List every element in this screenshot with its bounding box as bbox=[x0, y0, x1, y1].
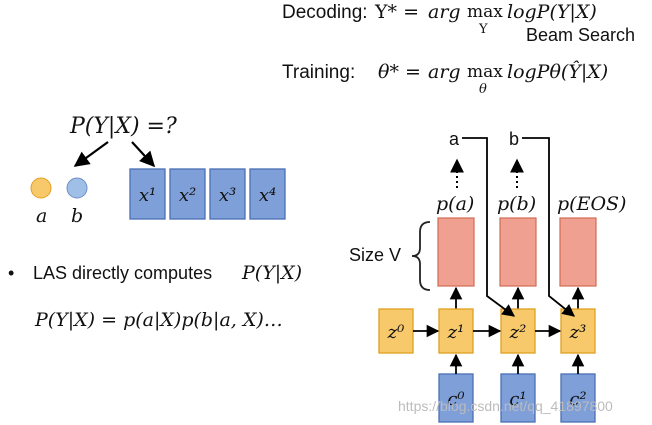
training-rhs: logPθ(Ŷ|X) bbox=[507, 60, 608, 83]
token-a-label: a bbox=[36, 205, 47, 227]
distribution-box-2 bbox=[499, 217, 537, 287]
bullet-text: LAS directly computes bbox=[33, 263, 212, 283]
arrow-to-inputs bbox=[131, 141, 156, 168]
state-label-z0: z⁰ bbox=[387, 322, 405, 343]
bullet-math: P(Y|X) bbox=[241, 262, 302, 284]
state-label-z1: z¹ bbox=[447, 322, 465, 343]
watermark: https://blog.csdn.net/qq_41897800 bbox=[398, 398, 613, 414]
feedback-a-to-z2 bbox=[462, 137, 516, 317]
context-label-c0: c⁰ bbox=[447, 389, 464, 410]
input-box-4 bbox=[249, 168, 286, 220]
input-box-3 bbox=[209, 168, 246, 220]
input-label-3: x³ bbox=[219, 185, 236, 206]
input-label-2: x² bbox=[179, 185, 196, 206]
training-lhs: θ* = bbox=[378, 61, 421, 83]
training-max-sub: θ bbox=[479, 82, 487, 97]
size-v-label: Size V bbox=[349, 245, 401, 265]
context-label-c2: c² bbox=[569, 389, 586, 410]
input-label-4: x⁴ bbox=[259, 185, 276, 206]
output-token-b: b bbox=[509, 129, 519, 149]
question-text: P(Y|X) =? bbox=[69, 114, 177, 139]
context-box-c1 bbox=[500, 373, 536, 423]
training-label: Training: bbox=[282, 62, 355, 83]
decoding-rhs: logP(Y|X) bbox=[507, 1, 597, 23]
prob-label-b: p(b) bbox=[497, 193, 536, 215]
product-equation: P(Y|X) = p(a|X)p(b|a, X)… bbox=[34, 309, 283, 331]
token-a-circle bbox=[30, 177, 52, 199]
context-box-c2 bbox=[560, 373, 596, 423]
bullet-marker: • bbox=[8, 263, 14, 283]
input-box-1 bbox=[129, 168, 166, 220]
distribution-box-3 bbox=[559, 217, 597, 287]
feedback-b-to-z3 bbox=[522, 137, 575, 317]
distribution-box-1 bbox=[437, 217, 475, 287]
beam-search-label: Beam Search bbox=[526, 25, 635, 45]
context-label-c1: c¹ bbox=[509, 389, 526, 410]
state-label-z2: z² bbox=[509, 322, 527, 343]
decoding-arg: arg bbox=[428, 1, 461, 23]
encoder-inputs: x¹ x² x³ x⁴ bbox=[129, 168, 286, 220]
training-arg: arg bbox=[428, 61, 461, 83]
decoding-label: Decoding: bbox=[282, 2, 368, 23]
decoding-lhs: Y* = bbox=[374, 1, 419, 23]
decoder-network: z⁰ z¹ z² z³ c⁰ c¹ c² bbox=[378, 137, 597, 423]
state-label-z3: z³ bbox=[569, 322, 587, 343]
input-box-2 bbox=[169, 168, 206, 220]
input-label-1: x¹ bbox=[139, 185, 156, 206]
prob-label-eos: p(EOS) bbox=[557, 193, 626, 215]
token-b-circle bbox=[66, 177, 88, 199]
training-max: max bbox=[467, 62, 503, 82]
state-box-z1 bbox=[438, 308, 474, 354]
size-v-brace bbox=[411, 221, 431, 291]
decoding-max: max bbox=[467, 2, 503, 22]
token-b-label: b bbox=[71, 205, 83, 227]
arrow-to-tokens bbox=[73, 141, 109, 167]
decoding-max-sub: Y bbox=[478, 22, 488, 37]
state-box-z0 bbox=[378, 308, 414, 354]
output-token-a: a bbox=[449, 129, 460, 149]
prob-label-a: p(a) bbox=[436, 193, 474, 215]
